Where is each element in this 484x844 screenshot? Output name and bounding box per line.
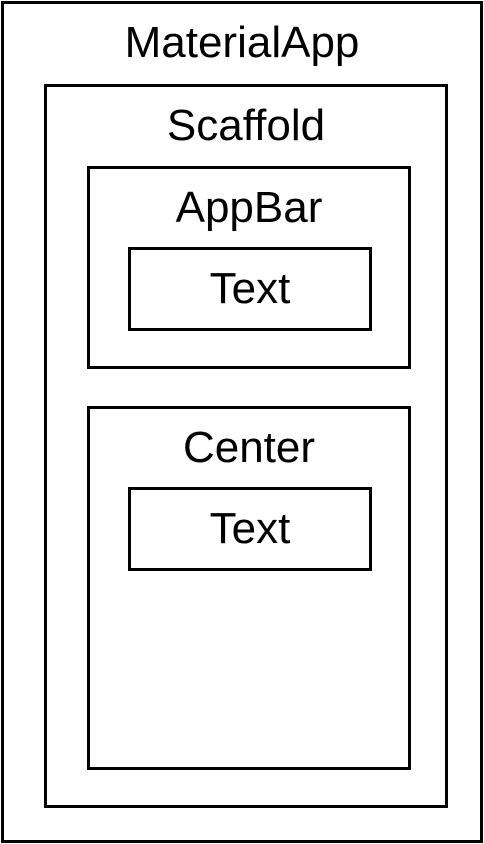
- scaffold-label: Scaffold: [166, 101, 326, 150]
- appbar-text-label: Text: [209, 264, 291, 313]
- center-label: Center: [182, 423, 316, 472]
- center-text-label: Text: [209, 504, 291, 553]
- scaffold-box: Scaffold AppBar Text Center Text: [44, 84, 448, 808]
- appbar-text-box: Text: [128, 247, 372, 331]
- appbar-label: AppBar: [175, 183, 323, 232]
- material-app-label: MaterialApp: [124, 18, 360, 67]
- appbar-box: AppBar Text: [87, 166, 411, 369]
- center-text-box: Text: [128, 487, 372, 571]
- center-box: Center Text: [87, 406, 411, 770]
